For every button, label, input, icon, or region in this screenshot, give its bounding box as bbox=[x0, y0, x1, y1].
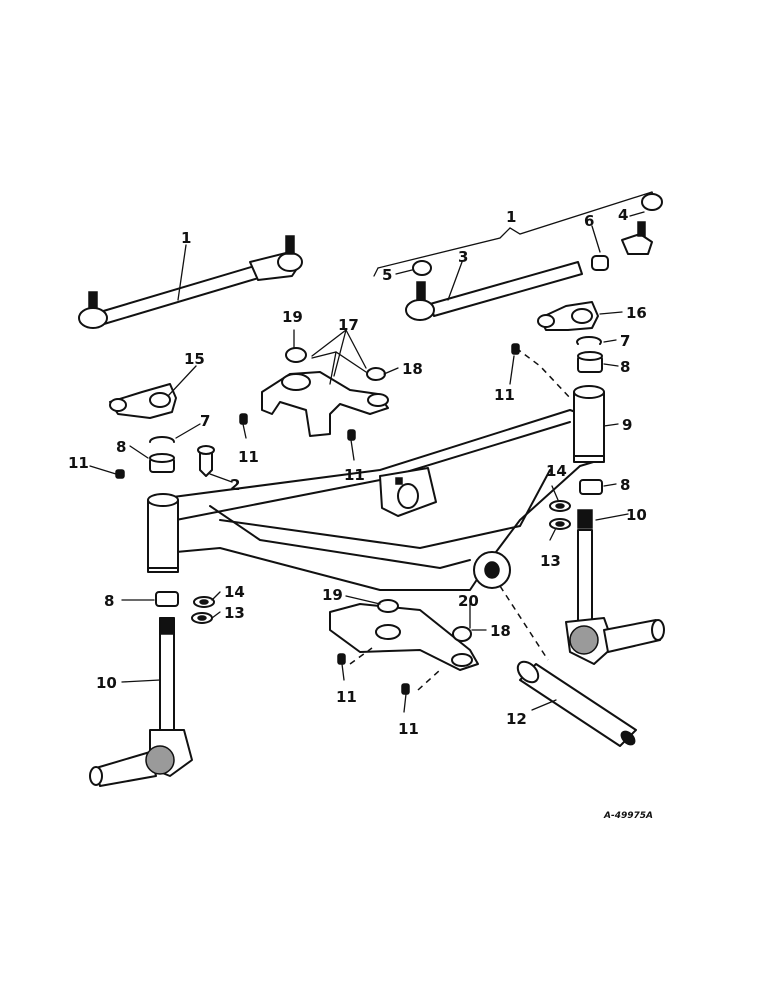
tie-rod-left bbox=[78, 235, 303, 329]
spindle-left bbox=[89, 617, 193, 787]
callout-10: 10 bbox=[96, 674, 117, 692]
axle-beam bbox=[147, 385, 605, 591]
callout-17: 17 bbox=[338, 316, 359, 334]
callout-9: 9 bbox=[622, 416, 632, 434]
callout-7: 7 bbox=[620, 332, 630, 350]
callout-18: 18 bbox=[402, 360, 423, 378]
callout-19: 19 bbox=[282, 308, 303, 326]
callout-12: 12 bbox=[506, 710, 527, 728]
lower-support-bracket bbox=[329, 599, 479, 671]
callout-13: 13 bbox=[540, 552, 561, 570]
callout-18: 18 bbox=[490, 622, 511, 640]
right-spindle-hardware bbox=[549, 336, 603, 530]
callout-13: 13 bbox=[224, 604, 245, 622]
callout-11: 11 bbox=[344, 466, 365, 484]
callout-8: 8 bbox=[104, 592, 114, 610]
spindle-right bbox=[565, 509, 665, 665]
pivot-pin bbox=[499, 585, 637, 747]
callout-1: 1 bbox=[181, 229, 191, 247]
callout-1: 1 bbox=[506, 208, 516, 226]
steering-arm-left bbox=[109, 383, 177, 419]
callout-3: 3 bbox=[458, 248, 468, 266]
callout-8: 8 bbox=[620, 476, 630, 494]
callout-6: 6 bbox=[584, 212, 594, 230]
callout-19: 19 bbox=[322, 586, 343, 604]
steering-arm-right bbox=[537, 301, 599, 331]
callout-5: 5 bbox=[382, 266, 392, 284]
callout-2: 2 bbox=[230, 476, 240, 494]
callout-11: 11 bbox=[336, 688, 357, 706]
callout-8: 8 bbox=[116, 438, 126, 456]
callout-8: 8 bbox=[620, 358, 630, 376]
callout-11: 11 bbox=[68, 454, 89, 472]
callout-16: 16 bbox=[626, 304, 647, 322]
callout-14: 14 bbox=[224, 583, 245, 601]
callout-11: 11 bbox=[398, 720, 419, 738]
callout-10: 10 bbox=[626, 506, 647, 524]
callout-20: 20 bbox=[458, 592, 479, 610]
figure-id: A-49975A bbox=[603, 811, 653, 821]
callout-4: 4 bbox=[618, 206, 628, 224]
leader-lines bbox=[89, 211, 645, 713]
tie-rod-right-assembly bbox=[373, 191, 663, 321]
left-spindle-hardware bbox=[149, 436, 215, 624]
clevis-pin bbox=[197, 445, 215, 477]
callout-15: 15 bbox=[184, 350, 205, 368]
callout-11: 11 bbox=[238, 448, 259, 466]
upper-support-bracket bbox=[261, 347, 389, 437]
callout-11: 11 bbox=[494, 386, 515, 404]
callout-7: 7 bbox=[200, 412, 210, 430]
callout-labels: 1 1 2 3 4 5 6 7 7 8 8 8 8 9 10 10 11 11 … bbox=[68, 206, 653, 821]
callout-14: 14 bbox=[546, 462, 567, 480]
